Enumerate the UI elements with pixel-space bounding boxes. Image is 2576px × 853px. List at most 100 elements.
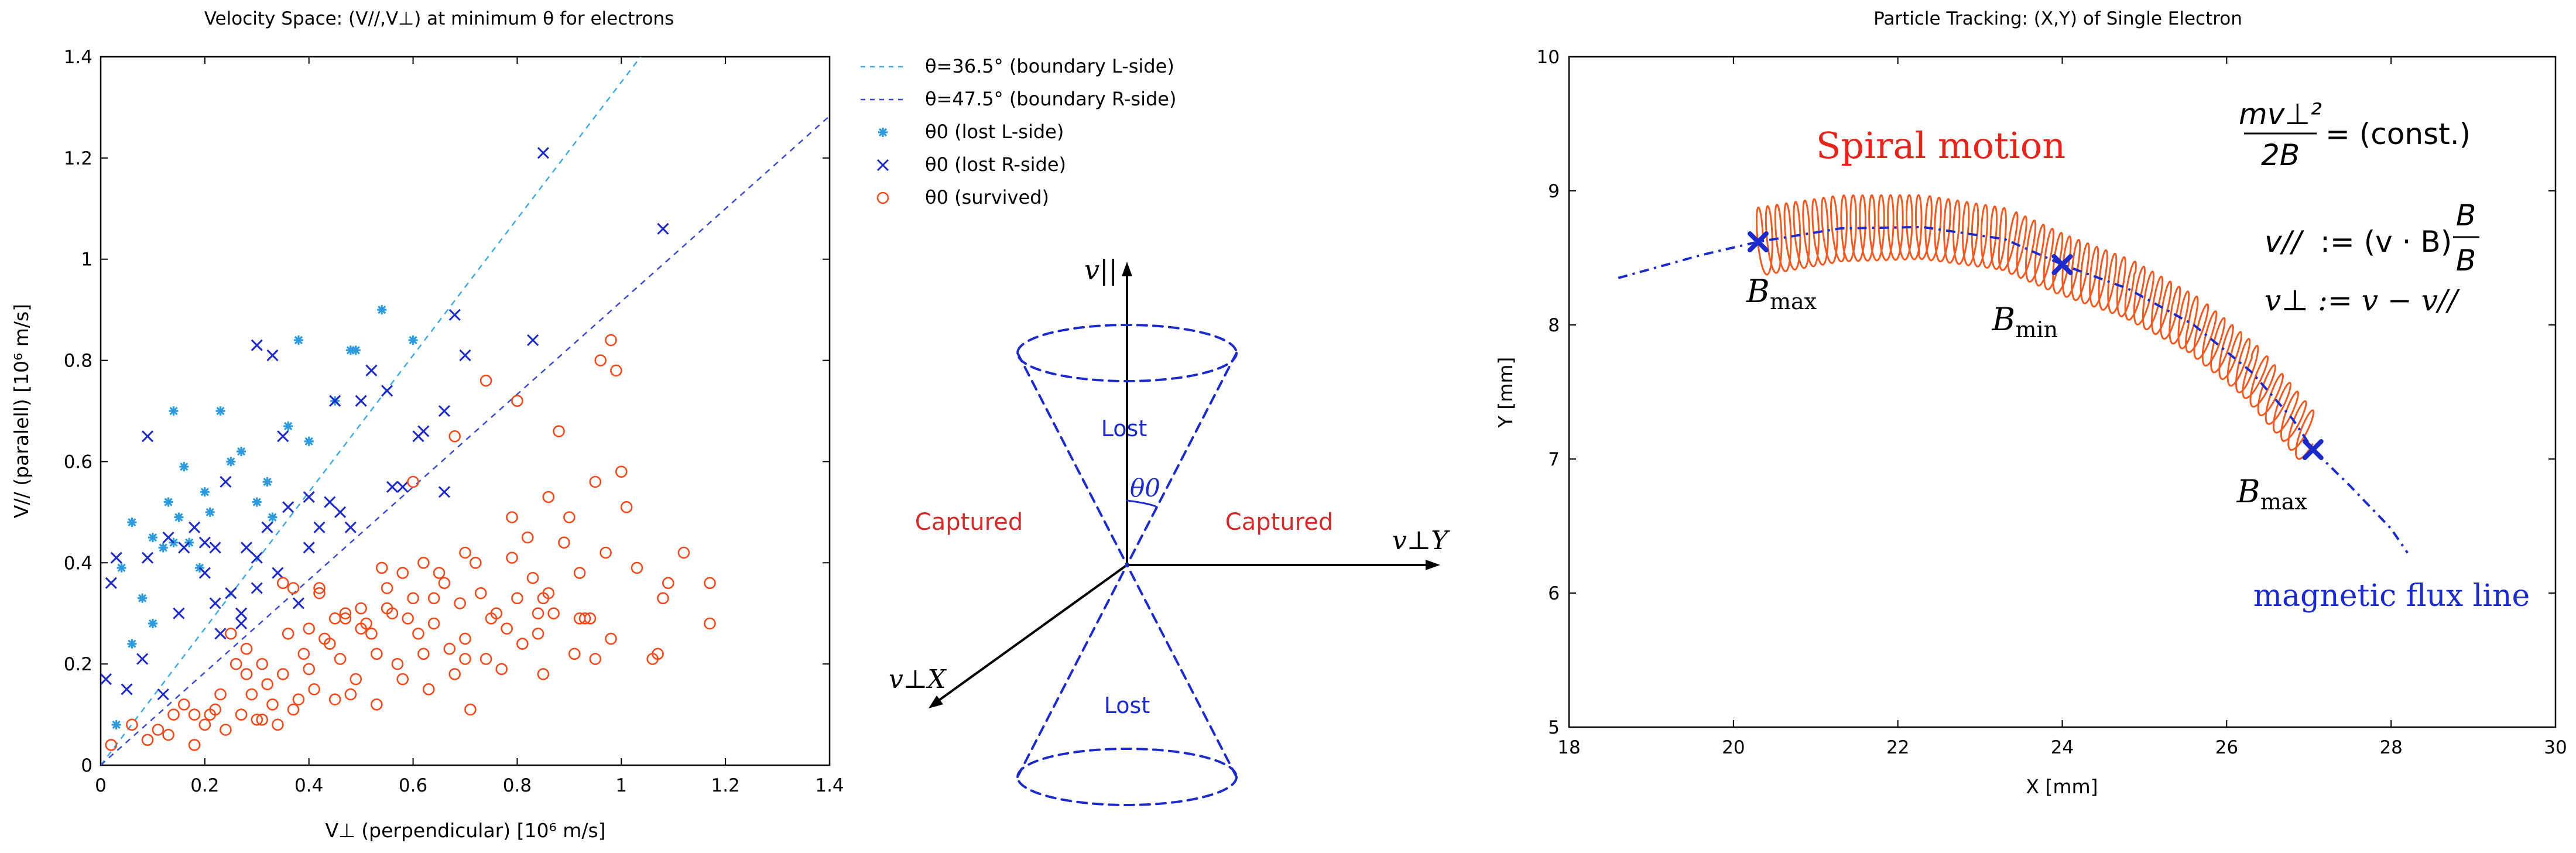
- data-point: [501, 622, 513, 635]
- data-point: [178, 542, 190, 554]
- x-tick-label: 30: [2544, 737, 2567, 758]
- data-point: [704, 617, 716, 630]
- data-point: [350, 673, 362, 686]
- data-point: [167, 708, 180, 721]
- x-tick-label: 1.2: [711, 775, 739, 796]
- data-point: [303, 491, 315, 503]
- data-point: [282, 501, 294, 513]
- data-point: [422, 683, 435, 696]
- data-point: [474, 587, 487, 600]
- data-point: [412, 627, 424, 640]
- legend-swatch: [876, 159, 889, 172]
- b-field-marker: [2051, 253, 2073, 275]
- data-point: [148, 619, 157, 628]
- data-point: [537, 668, 550, 680]
- legend: θ=36.5° (boundary L-side)θ=47.5° (bounda…: [861, 55, 1176, 208]
- data-point: [256, 713, 268, 726]
- data-point: [266, 698, 279, 711]
- data-point: [605, 334, 617, 347]
- data-point: [506, 551, 518, 564]
- data-point: [490, 607, 503, 620]
- data-point: [252, 497, 262, 507]
- data-point: [225, 627, 237, 640]
- spiral-motion-label: Spiral motion: [1816, 124, 2065, 167]
- data-point: [141, 430, 154, 443]
- data-point: [371, 648, 383, 660]
- data-point: [163, 497, 173, 507]
- data-point: [323, 638, 336, 650]
- chart-title: Particle Tracking: (X,Y) of Single Elect…: [1873, 8, 2242, 29]
- data-point: [235, 607, 248, 619]
- data-point: [542, 491, 555, 503]
- y-tick-label: 7: [1548, 449, 1560, 470]
- b-field-label: B: [1746, 273, 1770, 310]
- y-tick-label: 0.8: [64, 351, 93, 372]
- data-point: [344, 521, 357, 533]
- spiral-orbit: [1755, 194, 2315, 460]
- data-point: [448, 430, 461, 443]
- eq-parallel-denominator: B: [2456, 244, 2476, 278]
- data-point: [177, 698, 190, 711]
- legend-swatch: [878, 128, 888, 137]
- data-point: [303, 622, 316, 635]
- data-point: [334, 653, 347, 665]
- data-point: [136, 653, 149, 665]
- data-point: [179, 462, 189, 472]
- data-point: [396, 567, 409, 579]
- data-point: [344, 688, 357, 701]
- data-point: [282, 627, 294, 640]
- data-point: [355, 602, 367, 615]
- data-point: [329, 395, 341, 407]
- v-parallel-label: v||: [1084, 254, 1118, 286]
- b-field-marker: [1747, 231, 1769, 253]
- data-point: [148, 533, 157, 543]
- data-point: [198, 718, 211, 731]
- x-tick-label: 0.6: [399, 775, 427, 796]
- x-tick-label: 0: [95, 775, 107, 796]
- y-tick-label: 6: [1548, 583, 1560, 604]
- x-axis-label: V⊥ (perpendicular) [10⁶ m/s]: [325, 819, 605, 842]
- lost-label-top: Lost: [1101, 416, 1147, 441]
- y-tick-label: 0.4: [64, 553, 93, 574]
- y-tick-label: 0: [81, 755, 93, 776]
- data-point: [313, 521, 326, 533]
- data-point: [391, 657, 404, 670]
- data-point: [578, 612, 591, 625]
- data-point: [303, 542, 315, 554]
- data-point: [573, 612, 586, 625]
- data-point: [283, 421, 293, 431]
- data-point: [407, 475, 419, 488]
- data-point: [459, 546, 471, 559]
- data-point: [261, 521, 273, 533]
- data-point: [521, 531, 534, 544]
- data-point: [313, 587, 326, 600]
- flux-line-label: magnetic flux line: [2253, 578, 2530, 614]
- data-point: [657, 592, 669, 605]
- data-point: [229, 657, 242, 670]
- data-point: [157, 688, 169, 701]
- data-point: [293, 335, 303, 345]
- data-point: [417, 556, 430, 569]
- data-point: [200, 487, 210, 497]
- data-point: [121, 683, 133, 696]
- spiral-orbit-path: [1755, 194, 2315, 460]
- legend-label: θ0 (lost L-side): [925, 121, 1064, 143]
- x-tick-label: 0.8: [503, 775, 532, 796]
- data-point: [631, 561, 643, 574]
- data-point: [220, 475, 232, 488]
- equation-energy: mv⊥² 2B = (const.): [2239, 97, 2471, 172]
- eq-parallel-mid: := (v · B): [2320, 225, 2452, 259]
- y-tick-label: 1.2: [64, 148, 93, 169]
- data-point: [345, 345, 355, 355]
- data-point: [479, 374, 492, 387]
- data-point: [225, 587, 237, 600]
- data-point: [272, 718, 284, 731]
- lower-cone-left: [1016, 564, 1128, 778]
- data-point: [615, 465, 628, 478]
- data-point: [303, 663, 316, 676]
- legend-label: θ=36.5° (boundary L-side): [925, 55, 1174, 77]
- y-tick-label: 8: [1548, 315, 1560, 336]
- data-point: [662, 577, 674, 590]
- data-point: [266, 349, 279, 361]
